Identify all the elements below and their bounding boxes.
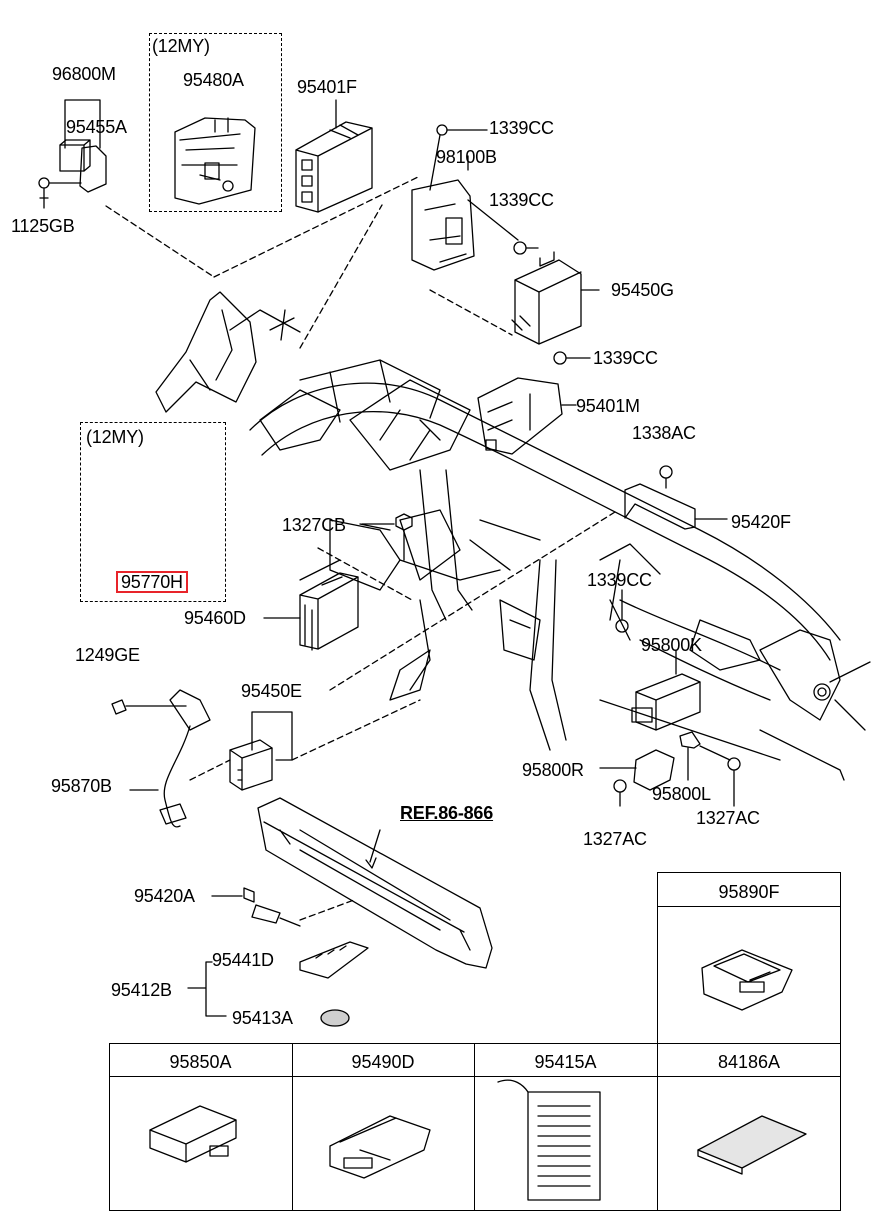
part-95460d-module bbox=[263, 547, 413, 651]
label-95450g: 95450G bbox=[611, 280, 674, 300]
label-95800r: 95800R bbox=[522, 760, 584, 780]
part-95490d-sketch bbox=[329, 1115, 431, 1179]
part-95401f-module bbox=[295, 99, 383, 349]
label-95800l: 95800L bbox=[652, 784, 711, 804]
label-12my-top: (12MY) bbox=[152, 36, 210, 56]
part-95890f-sketch bbox=[701, 949, 793, 1011]
label-95455a: 95455A bbox=[66, 117, 127, 137]
label-98100b: 98100B bbox=[436, 147, 497, 167]
part-95800r-bracket bbox=[599, 749, 675, 807]
part-98100b-bracket bbox=[411, 124, 539, 336]
part-95870b-cable bbox=[111, 689, 211, 828]
label-95460d: 95460D bbox=[184, 608, 246, 628]
label-95413a: 95413A bbox=[232, 1008, 293, 1028]
table-header-84186a: 84186A bbox=[717, 1052, 781, 1072]
part-95800l-bracket bbox=[679, 731, 741, 807]
part-95480a-module bbox=[174, 117, 421, 278]
part-96800m-group bbox=[38, 99, 215, 278]
label-95441d: 95441D bbox=[212, 950, 274, 970]
label-1339cc-a: 1339CC bbox=[489, 118, 554, 138]
label-95412b: 95412B bbox=[111, 980, 172, 1000]
part-1327cb-bolt bbox=[361, 513, 413, 561]
label-ref-86-866[interactable]: REF.86-866 bbox=[400, 803, 494, 823]
label-95800k: 95800K bbox=[641, 635, 702, 655]
label-1249ge: 1249GE bbox=[75, 645, 140, 665]
label-95420f: 95420F bbox=[731, 512, 791, 532]
label-1125gb: 1125GB bbox=[11, 216, 75, 236]
label-12my-left: (12MY) bbox=[86, 427, 144, 447]
label-1327cb: 1327CB bbox=[282, 515, 346, 535]
table-header-95850a: 95850A bbox=[169, 1052, 232, 1072]
part-95450e-module bbox=[189, 699, 421, 791]
label-1338ac: 1338AC bbox=[632, 423, 696, 443]
table-header-95415a: 95415A bbox=[534, 1052, 597, 1072]
ref-86-866-crossmember bbox=[257, 797, 493, 969]
part-95850a-sketch bbox=[149, 1105, 237, 1163]
label-96800m: 96800M bbox=[52, 64, 116, 84]
label-95770h-highlighted: 95770H bbox=[116, 571, 188, 593]
label-95401m: 95401M bbox=[576, 396, 640, 416]
label-95870b: 95870B bbox=[51, 776, 112, 796]
dashed-box-12my-top bbox=[149, 33, 282, 212]
part-95415a-sketch bbox=[497, 1079, 601, 1201]
label-95480a: 95480A bbox=[183, 70, 244, 90]
table-header-95890f: 95890F bbox=[718, 882, 780, 902]
label-1327ac-a: 1327AC bbox=[583, 829, 647, 849]
label-95450e: 95450E bbox=[241, 681, 302, 701]
label-1327ac-b: 1327AC bbox=[696, 808, 760, 828]
cowl-crossmember bbox=[155, 291, 871, 781]
label-1339cc-d: 1339CC bbox=[587, 570, 652, 590]
part-95412b-key-set bbox=[187, 941, 369, 1027]
part-95401m-module bbox=[477, 377, 577, 455]
part-95450g-module bbox=[511, 251, 600, 365]
part-95420f-bracket bbox=[329, 465, 728, 691]
part-95420a-clip bbox=[211, 887, 355, 927]
part-95800k-module bbox=[631, 649, 701, 731]
label-95401f: 95401F bbox=[297, 77, 357, 97]
dashed-box-12my-left bbox=[80, 422, 226, 602]
table-header-95490d: 95490D bbox=[351, 1052, 415, 1072]
part-1339cc-nut bbox=[615, 589, 629, 633]
part-84186a-sketch bbox=[697, 1115, 807, 1175]
label-95420a: 95420A bbox=[134, 886, 195, 906]
label-1339cc-b: 1339CC bbox=[489, 190, 554, 210]
label-1339cc-c: 1339CC bbox=[593, 348, 658, 368]
